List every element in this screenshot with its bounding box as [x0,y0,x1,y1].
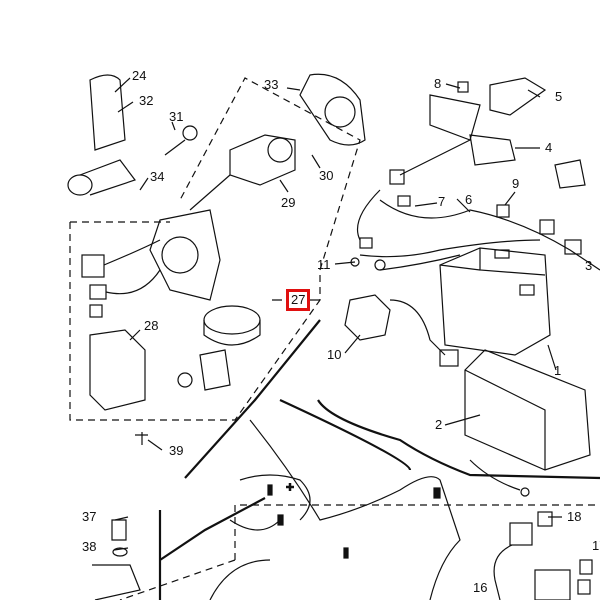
part-label-5[interactable]: 5 [555,89,563,104]
part-label-18[interactable]: 18 [567,509,582,524]
part-label-1[interactable]: 1 [554,363,562,378]
part-label-3[interactable]: 3 [585,258,593,273]
part-label-7[interactable]: 7 [438,194,446,209]
part-label-27-highlighted[interactable]: 27 [286,289,311,311]
part-label-37[interactable]: 37 [82,509,97,524]
part-label-39[interactable]: 39 [169,443,184,458]
part-label-2[interactable]: 2 [435,417,443,432]
part-label-28[interactable]: 28 [144,318,159,333]
group-outline-16 [234,504,600,560]
part-label-38[interactable]: 38 [82,539,97,554]
part-label-32[interactable]: 32 [139,93,154,108]
part-label-29[interactable]: 29 [281,195,296,210]
part-label-11[interactable]: 11 [317,257,331,272]
part-label-16[interactable]: 16 [473,580,488,595]
group-outline-27 [69,77,361,421]
part-label-10[interactable]: 10 [327,347,342,362]
part-label-6[interactable]: 6 [465,192,473,207]
part-label-24[interactable]: 24 [132,68,147,83]
part-label-8[interactable]: 8 [434,76,442,91]
part-label-9[interactable]: 9 [512,176,520,191]
part-label-31[interactable]: 31 [169,109,184,124]
part-label-30[interactable]: 30 [319,168,334,183]
part-label-33[interactable]: 33 [264,77,279,92]
part-label-34[interactable]: 34 [150,169,165,184]
part-label-17[interactable]: 17 [592,538,600,553]
part-label-4[interactable]: 4 [545,140,553,155]
